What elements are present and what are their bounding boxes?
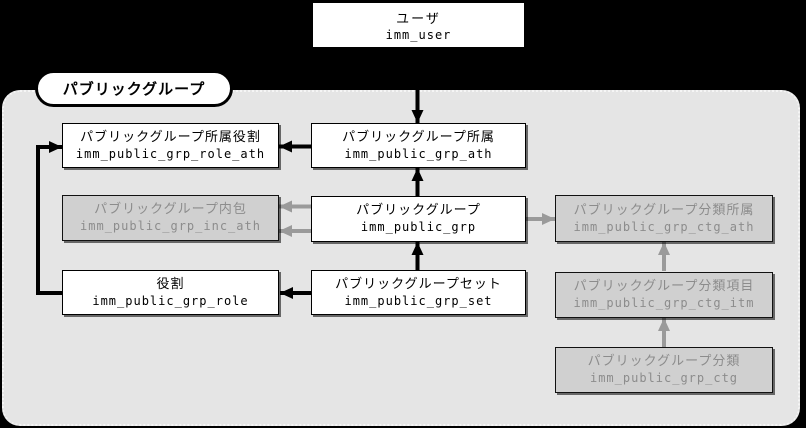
node-public-grp: パブリックグループ imm_public_grp: [311, 196, 526, 242]
node-public-grp-ctg-ath: パブリックグループ分類所属 imm_public_grp_ctg_ath: [555, 195, 773, 242]
node-code: imm_public_grp_set: [344, 293, 493, 308]
node-code: imm_public_grp_ctg: [589, 371, 739, 386]
node-title: パブリックグループ所属: [342, 129, 495, 145]
node-code: imm_public_grp_ctg_ath: [573, 219, 755, 234]
node-title: パブリックグループ所属役割: [80, 129, 261, 145]
node-public-grp-role: 役割 imm_public_grp_role: [62, 270, 279, 315]
node-public-grp-ath: パブリックグループ所属 imm_public_grp_ath: [311, 123, 526, 168]
public-group-label: パブリックグループ: [35, 70, 233, 107]
node-title: パブリックグループ分類項目: [573, 279, 755, 295]
node-code: imm_public_grp_ath: [344, 146, 493, 161]
node-user: ユーザ imm_user: [312, 2, 525, 48]
node-title: パブリックグループセット: [335, 276, 502, 292]
node-title: パブリックグループ分類所属: [573, 202, 755, 218]
node-public-grp-set: パブリックグループセット imm_public_grp_set: [311, 270, 526, 315]
node-code: imm_public_grp_role: [92, 293, 249, 308]
node-title: パブリックグループ分類: [587, 354, 741, 370]
node-code: imm_public_grp_role_ath: [75, 146, 266, 161]
node-user-code: imm_user: [385, 28, 452, 42]
node-code: imm_public_grp_ctg_itm: [573, 296, 755, 311]
node-public-grp-ctg-itm: パブリックグループ分類項目 imm_public_grp_ctg_itm: [555, 272, 773, 318]
node-code: imm_public_grp_inc_ath: [80, 219, 261, 234]
node-user-title: ユーザ: [396, 12, 441, 27]
node-title: 役割: [156, 276, 185, 292]
node-title: パブリックグループ: [356, 203, 481, 219]
node-public-grp-ctg: パブリックグループ分類 imm_public_grp_ctg: [555, 347, 773, 393]
node-public-grp-role-ath: パブリックグループ所属役割 imm_public_grp_role_ath: [62, 123, 279, 168]
node-code: imm_public_grp: [360, 220, 477, 235]
node-public-grp-inc-ath: パブリックグループ内包 imm_public_grp_inc_ath: [62, 195, 279, 241]
node-title: パブリックグループ内包: [94, 202, 247, 218]
